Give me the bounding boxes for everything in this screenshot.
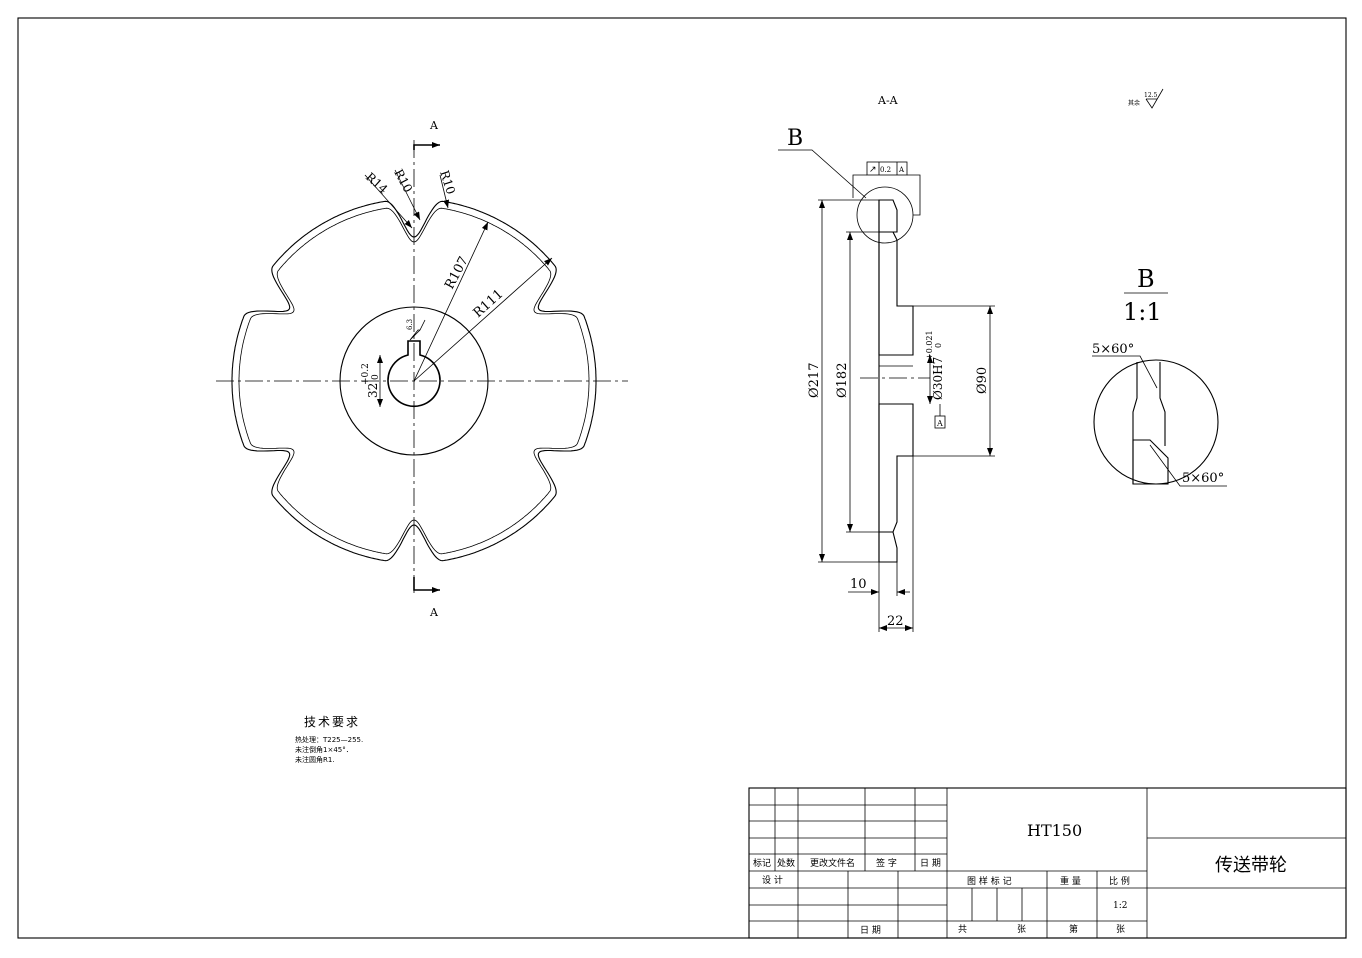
section-upper-body — [878, 231, 914, 356]
hub-circle — [339, 306, 489, 456]
sheet-num-label: 第 — [1069, 923, 1078, 935]
detail-left-edge — [1132, 362, 1138, 484]
roughness-general-icon — [1145, 88, 1164, 109]
section-label-top: A — [429, 119, 439, 132]
rev-header: 标记 — [753, 857, 771, 869]
dim-bore-label: Ø30H7 — [931, 357, 945, 400]
rev-header: 签 字 — [876, 857, 897, 869]
dim-bore-tol-upper: +0.021 — [925, 330, 934, 360]
r107-dim-line — [413, 221, 489, 382]
rev-header: 更改文件名 — [810, 857, 855, 869]
front-view: R107 R111 R14 R10 R10 A A 32 +0.2 0 6.3 — [216, 119, 628, 619]
title-block: 标记 处数 更改文件名 签 字 日 期 设 计 日 期 HT150 传送带轮 图… — [748, 787, 1347, 939]
roughness-prefix: 其余 — [1128, 99, 1140, 107]
detail-b-leader — [778, 149, 867, 199]
detail-view: B 1:1 5×60° 5×60° — [1092, 265, 1227, 487]
detail-circle — [1093, 359, 1219, 485]
runout-tol: 0.2 — [880, 166, 891, 174]
runout-leader-left — [852, 174, 867, 198]
roughness-value: 12.5 — [1144, 92, 1158, 99]
r10-right-leader — [439, 174, 450, 209]
section-label-bottom: A — [429, 606, 439, 619]
rev-header: 日 期 — [920, 858, 941, 869]
design-label: 设 计 — [762, 874, 783, 886]
detail-b-circle — [856, 186, 914, 244]
bore-dim-label: 32 — [366, 383, 380, 398]
chamfer-bottom-label: 5×60° — [1182, 471, 1224, 486]
section-marker-bottom — [413, 577, 440, 591]
r107-label: R107 — [442, 254, 471, 292]
sheet-unit2-label: 张 — [1116, 924, 1125, 935]
material-label: HT150 — [1027, 821, 1082, 840]
bore-tol-lower: 0 — [371, 374, 381, 380]
rim-top — [878, 199, 898, 233]
runout-leader-right — [907, 174, 921, 216]
chamfer-bottom-leader — [1149, 444, 1227, 487]
detail-label: B — [1137, 265, 1155, 293]
attr-header: 图 样 标 记 — [967, 875, 1012, 887]
part-name: 传送带轮 — [1215, 855, 1287, 876]
r14-label: R14 — [363, 170, 391, 197]
rev-header: 处数 — [777, 857, 795, 869]
r111-dim-line — [413, 257, 553, 382]
title-block-frame — [748, 787, 1347, 939]
runout-datum: A — [898, 166, 905, 174]
rim-bottom — [878, 531, 898, 563]
sheet-unit-label: 张 — [1017, 924, 1026, 935]
drawing-frame — [17, 17, 1347, 939]
general-roughness: 其余 12.5 — [1128, 88, 1164, 109]
bore-tol-upper: +0.2 — [361, 363, 371, 385]
dim-mid-label: Ø182 — [835, 363, 850, 398]
tech-req-title: 技术要求 — [304, 715, 360, 729]
datum-box — [934, 415, 946, 429]
runout-frame — [866, 161, 908, 176]
chamfer-top-label: 5×60° — [1092, 342, 1134, 357]
attr-header: 比 例 — [1109, 875, 1130, 887]
dim-rim-width-label: 10 — [850, 577, 867, 592]
sprocket-inner-profile — [238, 207, 590, 555]
dim-bore-tol-lower: 0 — [934, 343, 943, 348]
sprocket-outer-profile — [231, 200, 597, 562]
roughness-symbol-icon — [409, 319, 426, 341]
tech-req-line: 热处理：T225—255. — [295, 735, 363, 744]
section-view: A-A Ø217 Ø182 Ø30H7 +0.021 0 A — [778, 94, 995, 632]
r10-right-label: R10 — [437, 169, 458, 196]
section-marker-top — [413, 144, 440, 150]
keyway-roughness-label: 6.3 — [406, 319, 414, 330]
detail-hatch — [1132, 439, 1169, 485]
r10-left-label: R10 — [391, 167, 415, 195]
runout-icon: ↗ — [869, 165, 877, 175]
datum-label: A — [936, 419, 943, 428]
r14-leader — [364, 174, 413, 229]
detail-right-edge — [1159, 362, 1166, 446]
date-label: 日 期 — [860, 925, 881, 936]
section-lower-body — [878, 403, 914, 533]
sheet-total-label: 共 — [958, 924, 967, 935]
r10-left-leader — [394, 169, 421, 221]
dim-hub-label: Ø90 — [975, 367, 990, 394]
revision-grid — [749, 788, 1346, 938]
dim-hub-width-label: 22 — [887, 614, 904, 629]
keyed-bore — [387, 340, 441, 408]
detail-scale: 1:1 — [1123, 298, 1162, 326]
dim-outer-label: Ø217 — [807, 363, 822, 398]
section-view-title: A-A — [877, 94, 899, 107]
scale-value: 1:2 — [1113, 901, 1127, 911]
tech-requirements: 技术要求 热处理：T225—255. 未注倒角1×45°． 未注圆角R1. — [295, 715, 363, 764]
tech-req-line: 未注圆角R1. — [295, 755, 335, 764]
attr-header: 重 量 — [1060, 875, 1081, 887]
chamfer-top-leader — [1092, 355, 1158, 389]
detail-b-callout: B — [787, 126, 803, 151]
tech-req-line: 未注倒角1×45°． — [295, 745, 353, 754]
